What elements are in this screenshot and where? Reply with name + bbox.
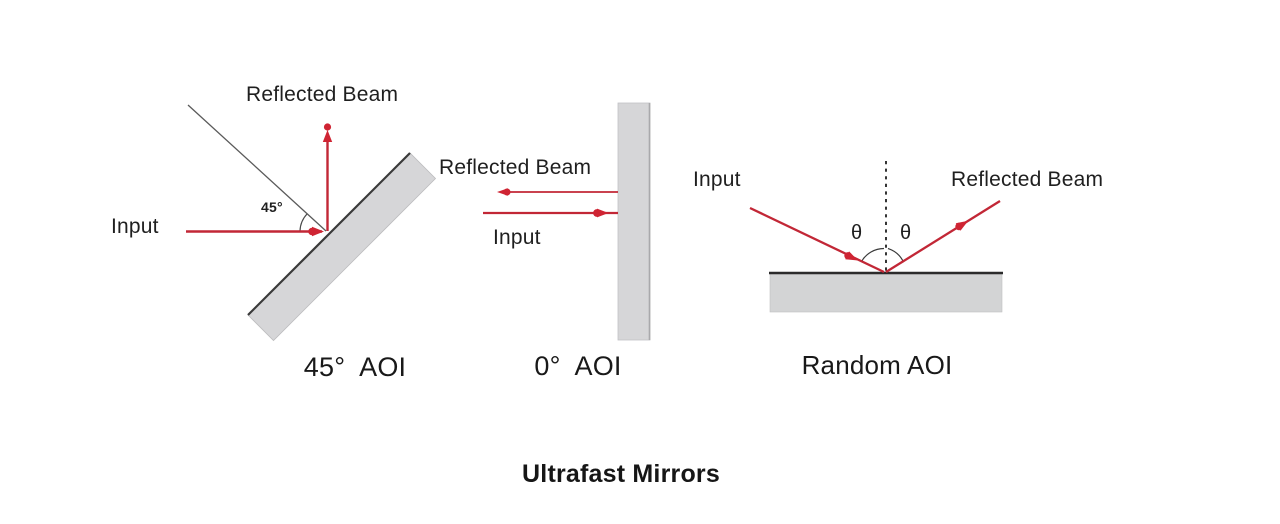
theta-right-label: θ [900, 222, 912, 244]
input-beam-arrowhead [597, 208, 609, 218]
panel-caption-0-aoi: 0° AOI [534, 351, 622, 381]
input-label: Input [111, 215, 159, 238]
reflected-beam-label: Reflected Beam [951, 168, 1104, 191]
reflected-beam-arrowhead [955, 220, 969, 231]
reflected-beam-label: Reflected Beam [439, 156, 592, 179]
angle-arc-left [860, 247, 885, 262]
mirror-random [769, 273, 1003, 313]
panel-caption-45-aoi: 45° AOI [303, 352, 407, 382]
mirror-45deg [247, 152, 437, 342]
input-beam-arrowhead [312, 226, 324, 237]
angle-arc-right [887, 247, 905, 263]
input-label: Input [693, 168, 741, 191]
mirror-0deg [617, 102, 651, 341]
input-label: Input [493, 226, 541, 249]
diagram-title: Ultrafast Mirrors [522, 460, 720, 488]
beam-dot [323, 123, 332, 131]
aoi-angle-label: 45° [261, 199, 283, 215]
input-beam-arrowhead [845, 251, 858, 261]
mirror-45deg-face-edge [247, 152, 411, 316]
theta-left-label: θ [851, 222, 863, 244]
input-beam-line [749, 206, 885, 274]
panel-0-aoi [483, 102, 651, 341]
panel-caption-random-aoi: Random AOI [801, 350, 953, 380]
reflected-beam-label: Reflected Beam [246, 83, 399, 106]
reflected-beam-line [885, 200, 1001, 273]
panel-random-aoi [749, 161, 1003, 313]
panel-45-aoi [186, 104, 437, 342]
angle-arc-45 [299, 213, 308, 232]
reflected-beam-arrowhead [322, 130, 333, 142]
reflected-beam-arrowhead [497, 188, 508, 196]
surface-normal-line [187, 104, 327, 232]
